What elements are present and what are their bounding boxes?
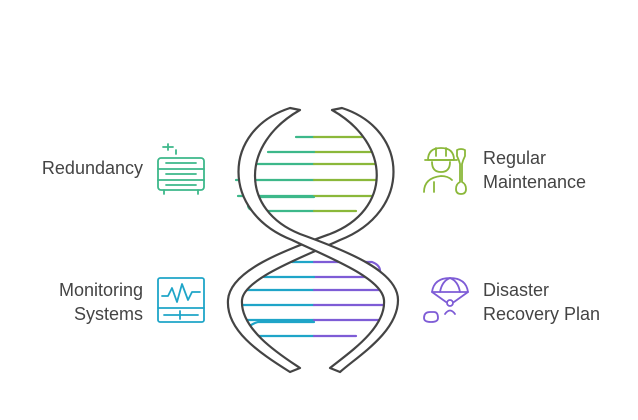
label-line: Monitoring bbox=[58, 280, 143, 300]
helix-strand-right bbox=[226, 106, 395, 374]
label-line: Disaster bbox=[483, 280, 550, 300]
label-monitoring-systems: Monitoring Systems bbox=[59, 278, 143, 326]
parachute-icon bbox=[423, 277, 469, 323]
server-icon bbox=[157, 143, 205, 195]
helix-strand-left bbox=[237, 106, 400, 374]
label-regular-maintenance: Regular Maintenance bbox=[483, 146, 586, 194]
label-line: Redundancy bbox=[41, 158, 143, 178]
label-line: Maintenance bbox=[483, 172, 587, 192]
label-redundancy: Redundancy bbox=[42, 156, 143, 180]
label-line: Regular bbox=[483, 148, 547, 168]
label-disaster-recovery-plan: Disaster Recovery Plan bbox=[483, 278, 600, 326]
monitor-pulse-icon bbox=[157, 277, 205, 323]
label-line: Systems bbox=[73, 304, 143, 324]
label-line: Recovery Plan bbox=[483, 304, 601, 324]
helix-strands bbox=[226, 106, 400, 374]
worker-wrench-icon bbox=[423, 147, 467, 195]
